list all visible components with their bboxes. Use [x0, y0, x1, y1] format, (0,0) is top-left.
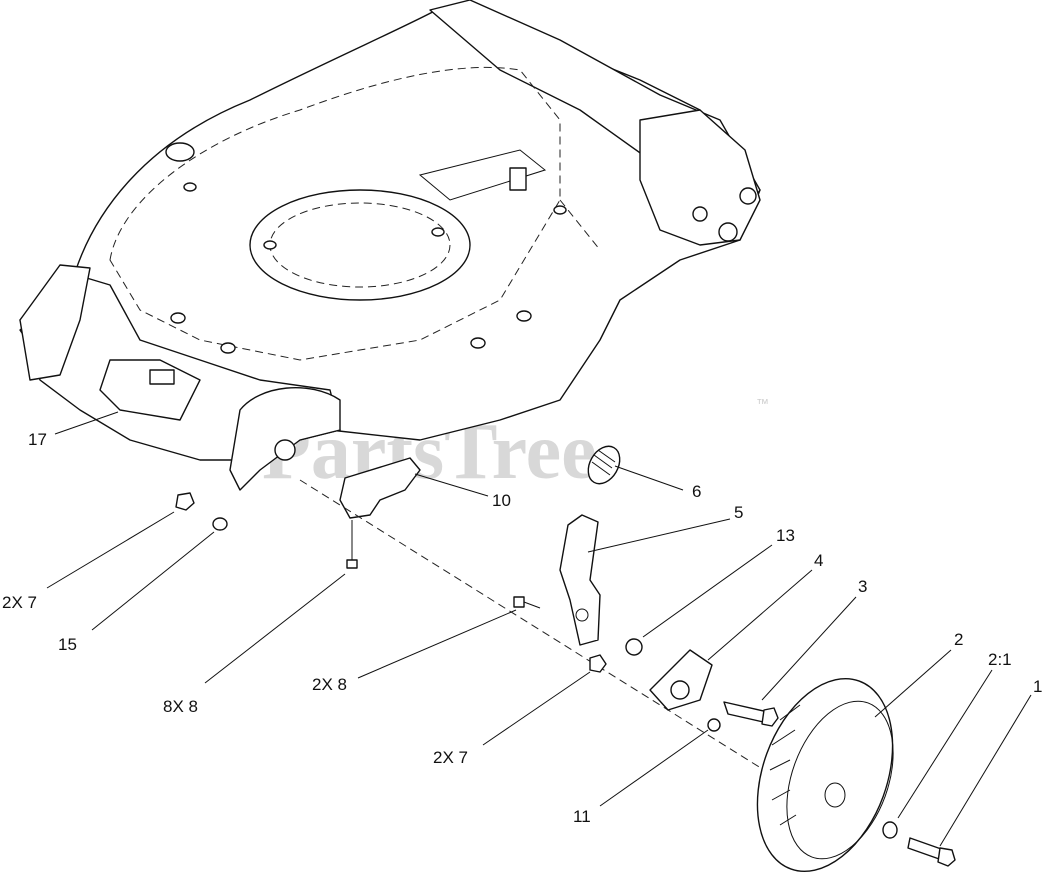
callout-17: 17: [28, 430, 47, 449]
wheel-bolt-part-3: [723, 701, 779, 727]
bolt-part-1: [907, 837, 956, 867]
callout-labels: 17 10 6 5 13 4 3 2 2:1 1 2X 7 15 8X 8 2X…: [2, 430, 1042, 826]
spacer-part-13: [625, 638, 643, 656]
callout-15: 15: [58, 635, 77, 654]
callout-13: 13: [776, 526, 795, 545]
callout-8x8: 8X 8: [163, 697, 198, 716]
callout-2x7-left: 2X 7: [2, 593, 37, 612]
knob-part-6: [587, 445, 621, 485]
washer-part-15: [212, 517, 228, 531]
callout-2x8: 2X 8: [312, 675, 347, 694]
callout-2x7-center: 2X 7: [433, 748, 468, 767]
wheel-part-2: [756, 677, 894, 873]
leader-lines: [46, 411, 1032, 847]
mower-deck: [19, 0, 761, 491]
callout-2-1: 2:1: [988, 650, 1012, 669]
pivot-bracket-part-4: [649, 649, 713, 711]
bolt-part-8: [346, 520, 358, 569]
callout-11: 11: [573, 807, 591, 826]
bushing-part-2-1: [882, 821, 898, 839]
callout-1: 1: [1033, 677, 1042, 696]
deflector-part-10: [339, 457, 421, 519]
bolt-part-8-small: [513, 596, 541, 609]
deck-to-wheel-guide: [559, 199, 601, 251]
callout-3: 3: [858, 577, 867, 596]
nut-part-7-center: [589, 654, 607, 673]
callout-5: 5: [734, 503, 743, 522]
callout-2: 2: [954, 630, 963, 649]
deck-bolt-bosses: [165, 142, 567, 354]
washer-part-11: [707, 718, 721, 732]
callout-4: 4: [814, 551, 823, 570]
nut-part-7-left: [175, 492, 195, 511]
watermark-trademark: ™: [756, 396, 769, 411]
callout-10: 10: [492, 491, 511, 510]
callout-6: 6: [692, 482, 701, 501]
height-lever-part-5: [559, 514, 601, 646]
